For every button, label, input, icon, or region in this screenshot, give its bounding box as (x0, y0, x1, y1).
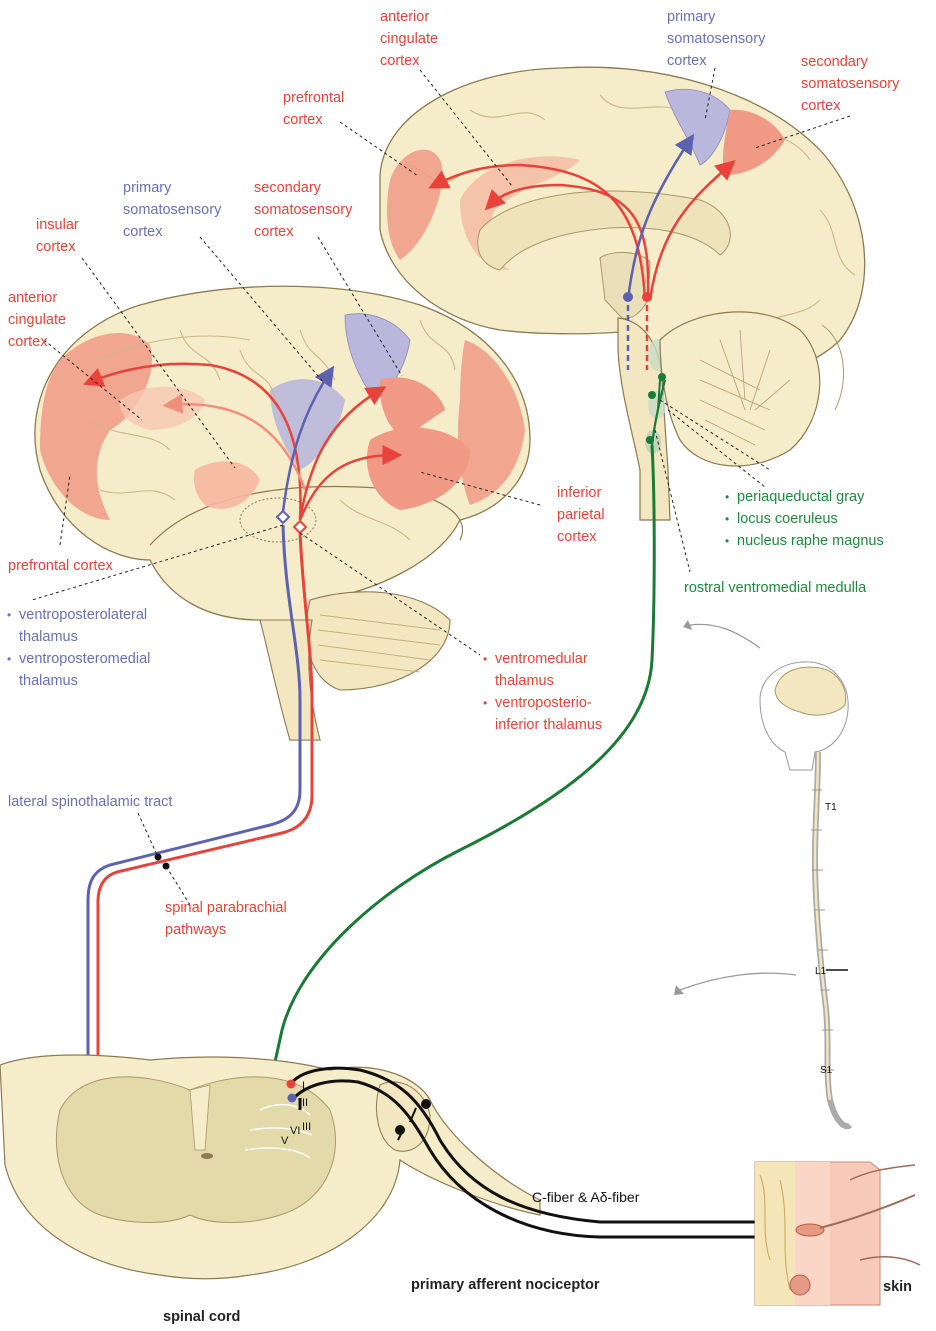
label-line: pathways (165, 919, 287, 941)
label-line: thalamus (19, 670, 150, 692)
label-line: inferior thalamus (495, 714, 602, 736)
brainstem-item-nrm: nucleus raphe magnus (737, 530, 884, 552)
label-line: cortex (801, 95, 899, 117)
label-line: cortex (667, 50, 765, 72)
vpi-label: ventroposterio- (495, 692, 602, 714)
label-line: cingulate (8, 309, 66, 331)
lamina-ii: II (302, 1092, 308, 1114)
lat-inferior-parietal-label: inferior parietal cortex (557, 482, 605, 548)
label-line: somatosensory (667, 28, 765, 50)
spine-marker-s1: S1 (820, 1060, 832, 1082)
label-line: cortex (380, 50, 438, 72)
sag-secondary-somatosensory-label: secondary somatosensory cortex (801, 51, 899, 117)
label-line: spinal parabrachial (165, 897, 287, 919)
label-line: thalamus (495, 670, 602, 692)
label-line: somatosensory (801, 73, 899, 95)
lamina-v: V (281, 1130, 288, 1152)
spine-marker-l1: L1 (815, 961, 826, 983)
vmt-label: ventromedular (495, 648, 602, 670)
label-line: prefrontal (283, 87, 344, 109)
lat-anterior-cingulate-label: anterior cingulate cortex (8, 287, 66, 353)
thalamus-medial-list: ventromedular thalamus ventroposterio- i… (495, 648, 602, 736)
skin-label: skin (883, 1276, 912, 1298)
label-line: thalamus (19, 626, 150, 648)
label-line: primary (667, 6, 765, 28)
lat-insular-label: insular cortex (36, 214, 79, 258)
label-line: somatosensory (254, 199, 352, 221)
skeleton-inset (674, 620, 850, 1126)
label-line: anterior (380, 6, 438, 28)
label-line: secondary (801, 51, 899, 73)
brainstem-item-pag: periaqueductal gray (737, 486, 884, 508)
fiber-label: C-fiber & Aδ-fiber (532, 1186, 639, 1208)
label-line: cortex (557, 526, 605, 548)
label-line: cingulate (380, 28, 438, 50)
label-line: cortex (8, 331, 66, 353)
lat-prefrontal-label: prefrontal cortex (8, 555, 113, 577)
spinal-parabrachial-label: spinal parabrachial pathways (165, 897, 287, 941)
sag-prefrontal-label: prefrontal cortex (283, 87, 344, 131)
lateral-spinothalamic-label: lateral spinothalamic tract (8, 791, 172, 813)
vpm-label: ventroposteromedial (19, 648, 150, 670)
label-line: cortex (254, 221, 352, 243)
label-line: cortex (36, 236, 79, 258)
label-line: secondary (254, 177, 352, 199)
lamina-iii: III (302, 1116, 311, 1138)
label-line: primary (123, 177, 221, 199)
label-line: insular (36, 214, 79, 236)
vpl-label: ventroposterolateral (19, 604, 150, 626)
label-line: cortex (283, 109, 344, 131)
label-line: inferior (557, 482, 605, 504)
lat-primary-somatosensory-label: primary somatosensory cortex (123, 177, 221, 243)
label-line: parietal (557, 504, 605, 526)
brainstem-list: periaqueductal gray locus coeruleus nucl… (737, 486, 884, 552)
primary-afferent-label: primary afferent nociceptor (411, 1274, 600, 1296)
label-line: somatosensory (123, 199, 221, 221)
sag-primary-somatosensory-label: primary somatosensory cortex (667, 6, 765, 72)
thalamus-lateral-list: ventroposterolateral thalamus ventropost… (19, 604, 150, 692)
rvm-label: rostral ventromedial medulla (684, 577, 866, 599)
brainstem-item-lc: locus coeruleus (737, 508, 884, 530)
sag-anterior-cingulate-label: anterior cingulate cortex (380, 6, 438, 72)
label-line: cortex (123, 221, 221, 243)
spine-marker-t1: T1 (825, 797, 837, 819)
label-line: anterior (8, 287, 66, 309)
lamina-vi: VI (290, 1120, 300, 1142)
spinal-cord-label: spinal cord (163, 1306, 240, 1328)
lat-secondary-somatosensory-label: secondary somatosensory cortex (254, 177, 352, 243)
